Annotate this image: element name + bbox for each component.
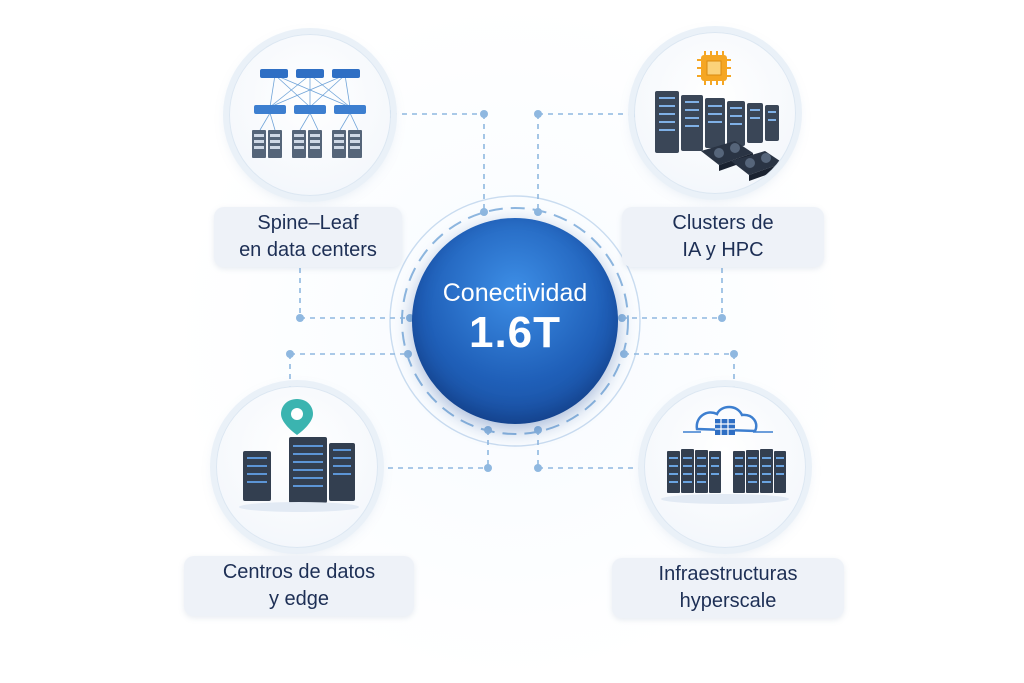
network-topology-icon <box>252 69 366 158</box>
gpu-card-icon <box>701 141 783 181</box>
center-title: Conectividad <box>442 279 588 307</box>
node-label-line1: Spine–Leaf <box>257 212 359 234</box>
dot <box>480 110 488 118</box>
dot <box>730 350 738 358</box>
node-label-line1: Centros de datos <box>222 561 376 583</box>
node-edge-label: Centros de datos y edge <box>184 556 414 616</box>
node-spine-leaf-circle <box>229 34 391 196</box>
chip-icon <box>697 51 731 85</box>
node-hyperscale-circle <box>644 386 806 548</box>
node-label-line2: IA y HPC <box>682 239 764 261</box>
node-spine-leaf-label: Spine–Leaf en data centers <box>214 207 402 267</box>
center-dashed-ring <box>401 207 629 435</box>
node-label-line2: en data centers <box>239 239 377 261</box>
node-edge-circle <box>216 386 378 548</box>
dot <box>618 314 626 322</box>
cloud-icon <box>683 405 773 435</box>
center-outer-ring <box>389 195 641 447</box>
edge-server-icon <box>239 399 359 512</box>
dot <box>484 426 492 434</box>
node-clusters-label: Clusters de IA y HPC <box>622 207 824 267</box>
dot <box>484 464 492 472</box>
node-label-line2: y edge <box>268 588 330 610</box>
dot <box>480 208 488 216</box>
dot <box>534 208 542 216</box>
center-value: 1.6T <box>468 308 562 357</box>
dot <box>404 350 412 358</box>
dot <box>718 314 726 322</box>
cloud-server-icon <box>661 405 789 504</box>
node-label-line1: Clusters de <box>672 212 774 234</box>
dot <box>286 350 294 358</box>
node-hyperscale-label: Infraestructuras hyperscale <box>612 558 844 618</box>
node-clusters-circle <box>634 32 796 194</box>
dot <box>534 426 542 434</box>
dot <box>534 110 542 118</box>
dot <box>296 314 304 322</box>
dot <box>620 350 628 358</box>
gpu-cluster-icon <box>655 51 783 181</box>
dot <box>534 464 542 472</box>
node-label-line1: Infraestructuras <box>658 563 798 585</box>
node-label-line2: hyperscale <box>679 590 777 612</box>
center-hub: Conectividad 1.6T <box>412 218 618 424</box>
location-pin-icon <box>281 399 313 435</box>
